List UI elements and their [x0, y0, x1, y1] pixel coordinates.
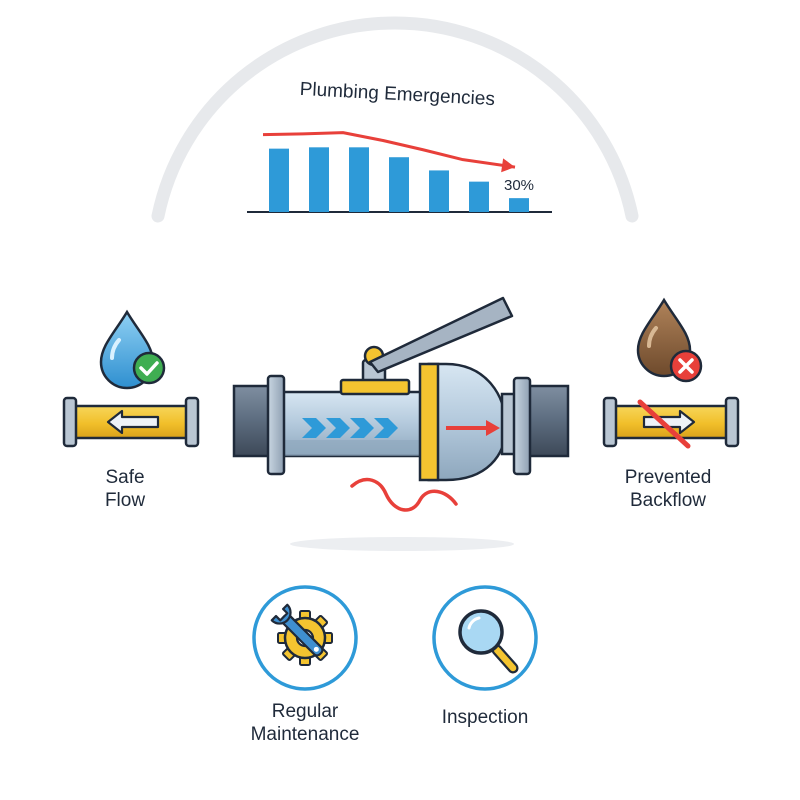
trend-arrowhead: [501, 158, 515, 173]
magnifier-icon: [458, 609, 519, 674]
bar-2: [309, 147, 329, 212]
bar-3: [349, 147, 369, 212]
arrow-left-icon: [106, 409, 160, 435]
prevented-backflow-label-line-2: Backflow: [629, 490, 707, 511]
bar-4: [389, 157, 409, 212]
red-flow-arrow-icon: [446, 420, 500, 436]
annotation-label: 30%: [504, 177, 534, 194]
backflow-valve-icon: [232, 296, 570, 482]
trend-line: [262, 131, 516, 169]
leak-wave-icon: [350, 477, 458, 512]
gear-wrench-icon: [270, 603, 333, 666]
chart-title: Plumbing Emergencies: [299, 79, 495, 110]
check-icon: [132, 351, 166, 385]
emergencies-bar-chart: 30%: [247, 131, 552, 213]
prevented-backflow-label-line-1: Prevented: [624, 467, 712, 488]
arrow-right-icon: [642, 409, 696, 435]
bar-1: [269, 148, 289, 212]
blocked-slash: [637, 399, 691, 449]
safe-flow-label-line-1: Safe: [105, 467, 145, 488]
regular-maintenance-label: Regular Maintenance: [230, 700, 380, 746]
inspection-label: Inspection: [415, 706, 555, 729]
prevented-backflow-label: Prevented Backflow: [598, 466, 738, 512]
safe-flow-label-line-2: Flow: [104, 490, 146, 511]
x-icon: [669, 349, 703, 383]
valve-shadow: [290, 537, 514, 551]
flow-chevrons-icon: [302, 418, 398, 438]
regular-maintenance-label-line-2: Maintenance: [250, 724, 360, 745]
bar-6: [469, 181, 489, 212]
safe-flow-label: Safe Flow: [70, 466, 180, 512]
bar-7: [509, 198, 529, 212]
inspection-label-line: Inspection: [441, 707, 529, 728]
top-arc: [151, 16, 639, 223]
safe-flow-pipe: [62, 396, 200, 448]
regular-maintenance-label-line-1: Regular: [271, 701, 339, 722]
bar-5: [429, 170, 449, 212]
